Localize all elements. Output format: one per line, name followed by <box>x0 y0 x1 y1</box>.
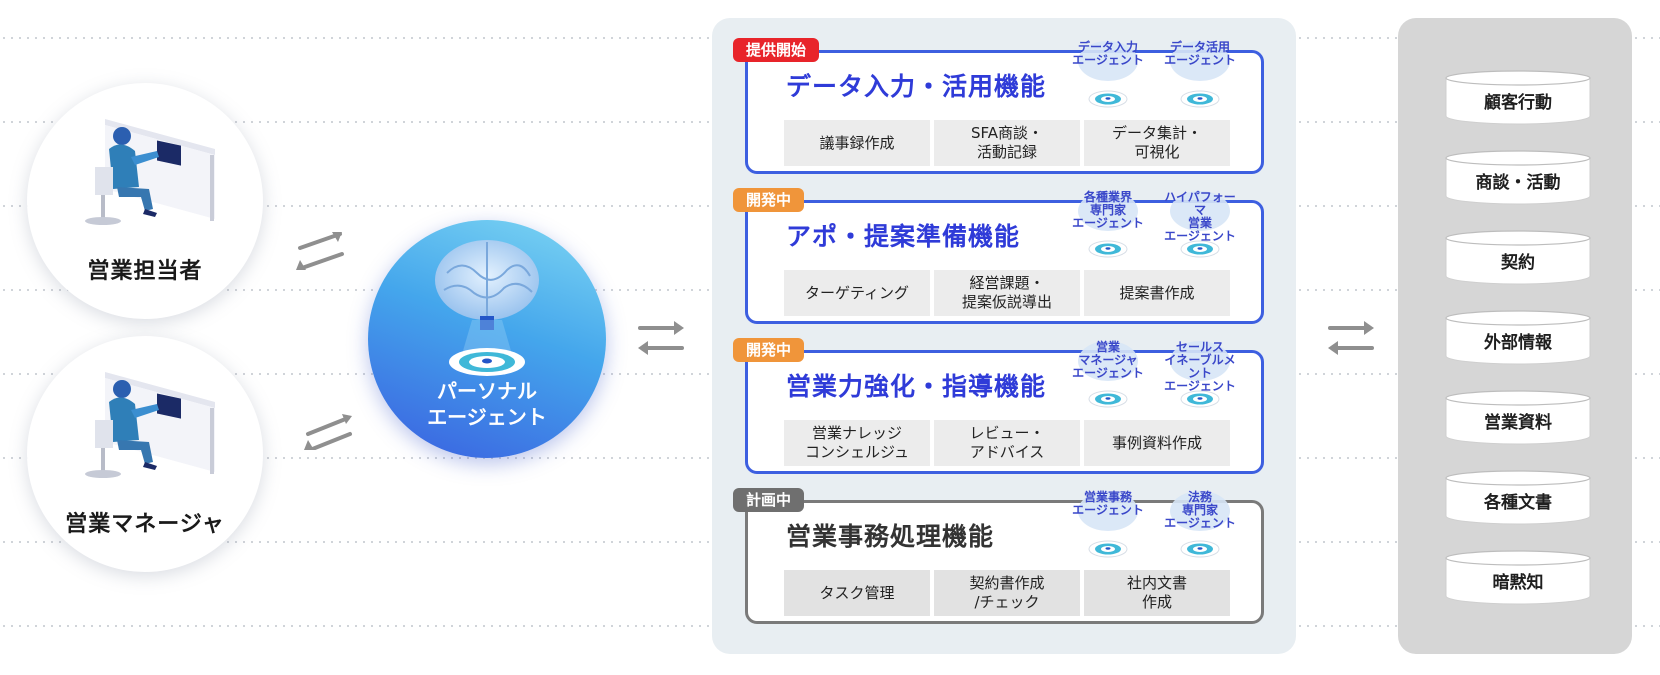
status-badge: 開発中 <box>733 188 805 212</box>
data-source-label: 商談・活動 <box>1475 173 1561 193</box>
sub-agent-icon: データ入力 エージェント <box>1070 39 1146 113</box>
database-icon <box>1445 310 1591 365</box>
agent-label-line1: パーソナル <box>437 379 537 403</box>
data-source-label: 各種文書 <box>1484 493 1552 513</box>
data-source-label: 暗黙知 <box>1492 573 1544 593</box>
data-source-cylinder: 契約 <box>1444 230 1592 285</box>
sub-agent-label: データ活用 エージェント <box>1164 40 1236 67</box>
task-tile: 議事録作成 <box>784 120 930 166</box>
person-at-desk-icon <box>85 119 215 225</box>
task-tile: 社内文書 作成 <box>1084 570 1230 616</box>
task-tile: 経営課題・ 提案仮説導出 <box>934 270 1080 316</box>
task-tile: タスク管理 <box>784 570 930 616</box>
personal-agent-circle: パーソナル エージェント <box>368 220 606 458</box>
task-tile: 事例資料作成 <box>1084 420 1230 466</box>
function-title: 営業力強化・指導機能 <box>786 372 1047 401</box>
status-badge: 開発中 <box>733 338 805 362</box>
sub-agent-label: セールス イネーブルメント エージェント <box>1164 340 1236 393</box>
data-source-cylinder: 外部情報 <box>1444 310 1592 365</box>
sales-manager-circle: 営業マネージャ <box>27 336 263 572</box>
agent-label: パーソナル エージェント <box>368 378 606 430</box>
ai-brain-icon <box>435 240 539 376</box>
data-source-cylinder: 商談・活動 <box>1444 150 1592 205</box>
status-badge: 提供開始 <box>733 38 820 62</box>
function-title: アポ・提案準備機能 <box>786 222 1021 251</box>
sub-agent-icon: データ活用 エージェント <box>1162 39 1238 113</box>
sales-rep-circle: 営業担当者 <box>27 83 263 319</box>
database-icon <box>1445 550 1591 605</box>
sub-agent-icon: 営業事務 エージェント <box>1070 489 1146 563</box>
person-label: 営業担当者 <box>87 259 203 284</box>
data-source-cylinder: 顧客行動 <box>1444 70 1592 125</box>
task-tile: 提案書作成 <box>1084 270 1230 316</box>
person-at-desk-icon <box>85 372 215 478</box>
exchange-arrows-icon <box>304 414 352 450</box>
task-tile: ターゲティング <box>784 270 930 316</box>
function-card: アポ・提案準備機能ターゲティング経営課題・ 提案仮説導出提案書作成 各種業界 専門… <box>745 191 1264 324</box>
sub-agent-label: データ入力 エージェント <box>1072 40 1144 67</box>
database-icon <box>1445 70 1591 125</box>
function-card: 営業事務処理機能タスク管理契約書作成 /チェック社内文書 作成 営業事務 エージェ… <box>745 491 1264 624</box>
sub-agent-icon: 営業 マネージャ エージェント <box>1070 339 1146 413</box>
task-tile: 営業ナレッジ コンシェルジュ <box>784 420 930 466</box>
data-source-label: 外部情報 <box>1484 333 1552 353</box>
agent-label-line2: エージェント <box>427 405 547 429</box>
function-card: 営業力強化・指導機能営業ナレッジ コンシェルジュレビュー・ アドバイス事例資料作… <box>745 341 1264 474</box>
sub-agent-label: 法務 専門家 エージェント <box>1164 490 1236 530</box>
exchange-arrows-icon <box>296 232 344 270</box>
data-source-label: 契約 <box>1501 253 1535 273</box>
data-source-label: 顧客行動 <box>1484 93 1552 113</box>
sub-agent-label: 営業 マネージャ エージェント <box>1072 340 1144 380</box>
data-source-label: 営業資料 <box>1484 413 1552 433</box>
task-tile: 契約書作成 /チェック <box>934 570 1080 616</box>
sub-agent-label: 営業事務 エージェント <box>1072 490 1144 517</box>
function-title: データ入力・活用機能 <box>786 72 1047 101</box>
function-title: 営業事務処理機能 <box>786 522 995 551</box>
database-icon <box>1445 230 1591 285</box>
task-tile: SFA商談・ 活動記録 <box>934 120 1080 166</box>
exchange-arrows-icon <box>1328 321 1374 355</box>
data-source-cylinder: 暗黙知 <box>1444 550 1592 605</box>
sub-agent-icon: セールス イネーブルメント エージェント <box>1162 339 1238 413</box>
database-icon <box>1445 150 1591 205</box>
task-tile: データ集計・ 可視化 <box>1084 120 1230 166</box>
person-label: 営業マネージャ <box>65 512 225 537</box>
database-icon <box>1445 470 1591 525</box>
status-badge: 計画中 <box>733 488 805 512</box>
data-source-cylinder: 営業資料 <box>1444 390 1592 445</box>
sub-agent-icon: ハイパフォーマ 営業 エージェント <box>1162 189 1238 263</box>
exchange-arrows-icon <box>638 321 684 355</box>
sub-agent-icon: 法務 専門家 エージェント <box>1162 489 1238 563</box>
data-source-cylinder: 各種文書 <box>1444 470 1592 525</box>
database-icon <box>1445 390 1591 445</box>
sub-agent-label: 各種業界 専門家 エージェント <box>1072 190 1144 230</box>
task-tile: レビュー・ アドバイス <box>934 420 1080 466</box>
sub-agent-icon: 各種業界 専門家 エージェント <box>1070 189 1146 263</box>
sub-agent-label: ハイパフォーマ 営業 エージェント <box>1164 190 1236 243</box>
